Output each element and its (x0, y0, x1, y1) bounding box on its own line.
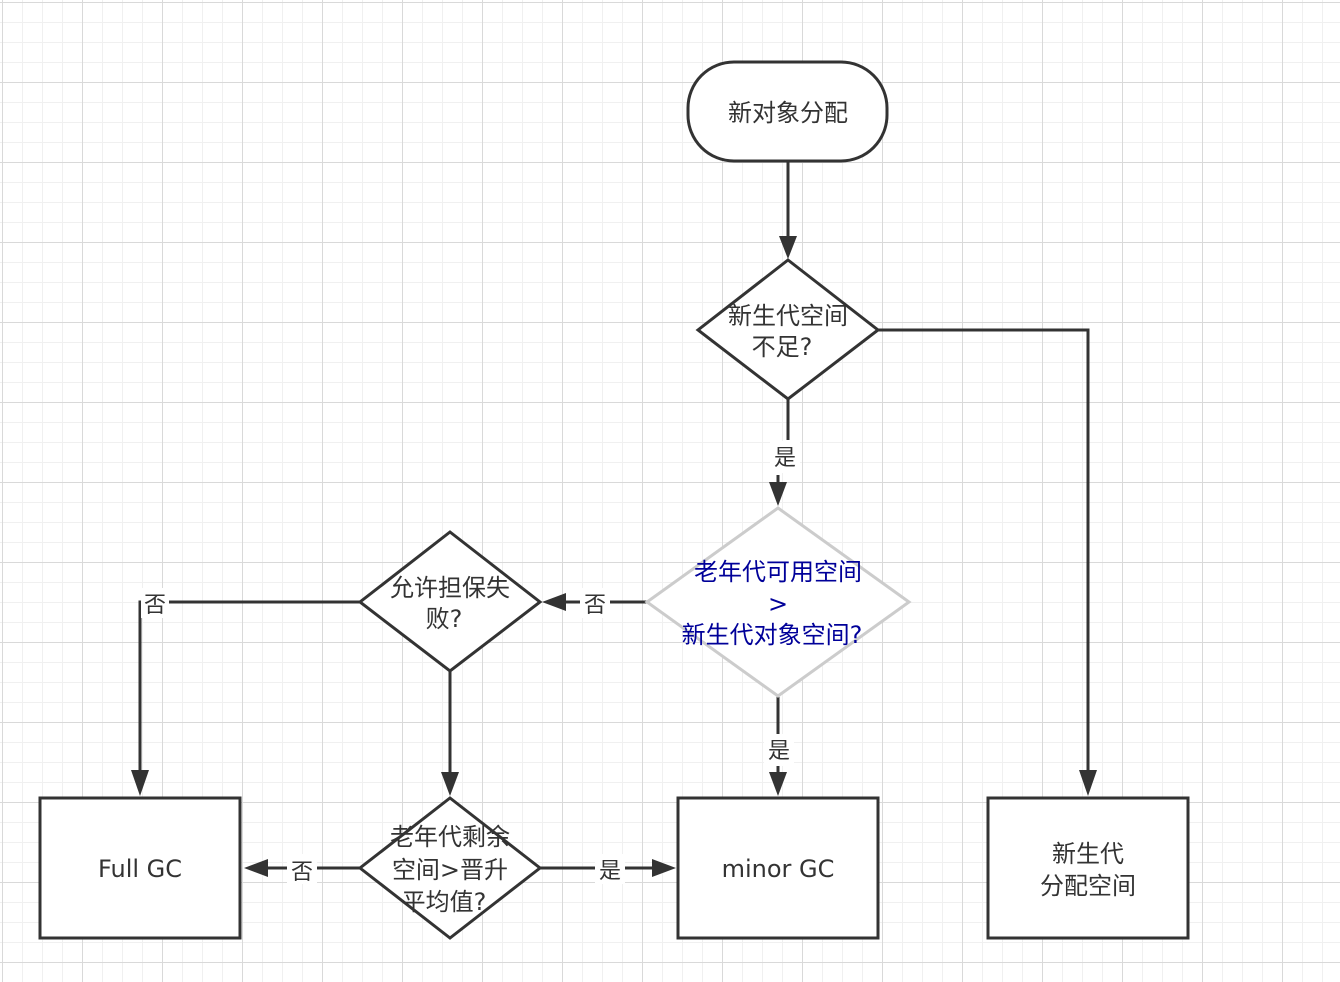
svg-text:分配空间: 分配空间 (1040, 872, 1136, 900)
svg-text:新生代空间: 新生代空间 (728, 302, 848, 330)
svg-text:新生代对象空间?: 新生代对象空间? (682, 621, 863, 649)
svg-text:不足?: 不足? (752, 333, 813, 361)
svg-text:否: 否 (144, 593, 166, 618)
svg-text:新对象分配: 新对象分配 (728, 99, 848, 127)
decision-young-gen-insufficient[interactable]: 新生代空间 不足? (695, 258, 881, 401)
svg-text:否: 否 (584, 593, 606, 618)
edge-label-no-2: 否 (141, 588, 169, 618)
edge-label-yes-1: 是 (770, 441, 800, 473)
svg-text:新生代: 新生代 (1052, 840, 1124, 868)
edge-label-yes-2: 是 (764, 734, 794, 766)
arrowhead (769, 482, 787, 506)
svg-text:败?: 败? (426, 605, 463, 633)
arrowhead (1079, 770, 1097, 796)
arrowhead (131, 770, 149, 796)
edge-label-yes-3: 是 (595, 854, 625, 884)
svg-text:Full GC: Full GC (98, 855, 182, 883)
svg-text:minor GC: minor GC (722, 855, 835, 883)
node-full-gc[interactable]: Full GC (38, 796, 242, 940)
decision-old-gen-available-gt-young[interactable]: 老年代可用空间 > 新生代对象空间? (644, 506, 912, 698)
arrowhead (769, 772, 787, 796)
svg-text:平均值?: 平均值? (402, 888, 487, 916)
arrowhead (441, 772, 459, 796)
svg-text:是: 是 (774, 446, 796, 471)
edge-guarantee-to-full-gc (138, 600, 360, 776)
decision-old-remaining-gt-avg-promotion[interactable]: 老年代剩余 空间>晋升 平均值? (357, 796, 543, 940)
node-new-object-allocation[interactable]: 新对象分配 (686, 60, 889, 163)
svg-text:老年代剩余: 老年代剩余 (390, 823, 510, 851)
svg-text:空间>晋升: 空间>晋升 (392, 856, 508, 884)
svg-text:是: 是 (768, 739, 790, 764)
svg-text:否: 否 (291, 860, 313, 885)
node-minor-gc[interactable]: minor GC (676, 796, 880, 940)
svg-text:是: 是 (599, 859, 621, 884)
arrowhead (542, 593, 566, 611)
edge-label-no-1: 否 (580, 588, 610, 618)
edge-young-check-to-young-alloc (877, 328, 1090, 776)
svg-text:老年代可用空间: 老年代可用空间 (694, 558, 862, 586)
svg-text:允许担保失: 允许担保失 (390, 574, 510, 602)
edge-label-no-3: 否 (287, 854, 317, 885)
node-young-gen-allocate[interactable]: 新生代 分配空间 (986, 796, 1190, 940)
svg-text:>: > (768, 590, 788, 618)
arrowhead (779, 236, 797, 259)
arrowhead (244, 859, 268, 877)
decision-allow-guarantee-failure[interactable]: 允许担保失 败? (357, 530, 543, 673)
arrowhead (652, 859, 676, 877)
